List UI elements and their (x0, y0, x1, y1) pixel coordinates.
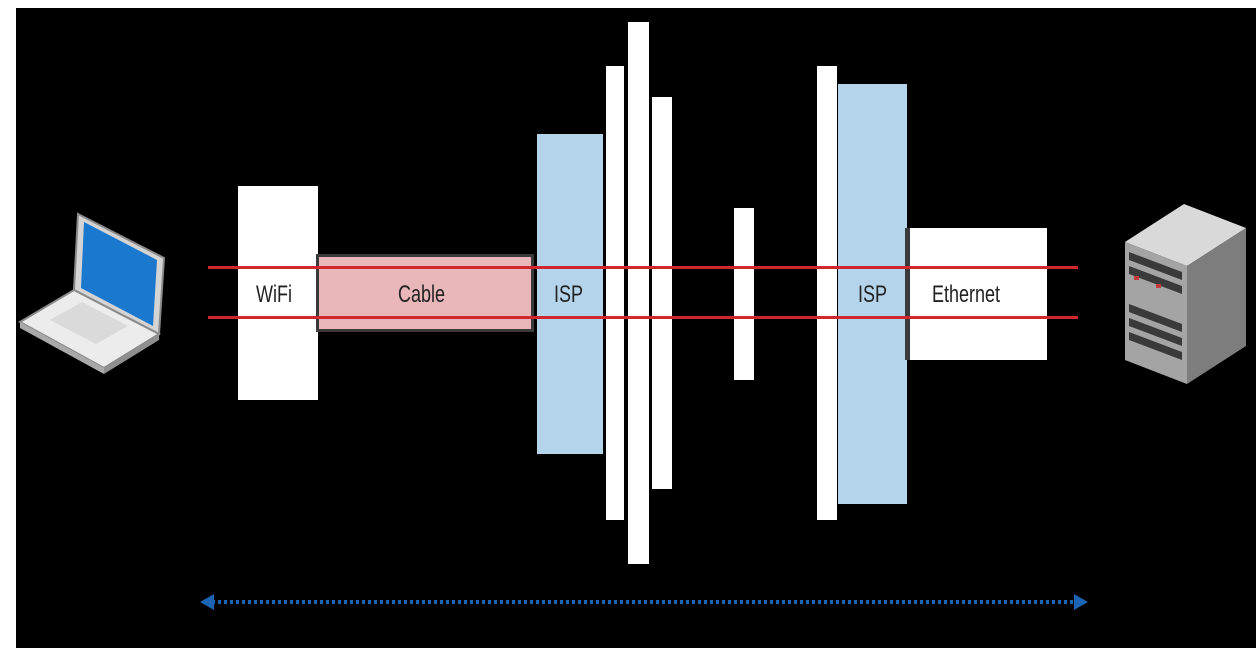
wifi-label: WiFi (256, 281, 292, 308)
network-bar-3 (652, 97, 672, 489)
network-bar-5 (817, 66, 837, 520)
connection-line-top (208, 266, 1078, 269)
isp-right-label: ISP (858, 281, 888, 308)
laptop-icon-shape (17, 212, 166, 374)
isp-right-box (838, 84, 907, 504)
network-bar-4 (734, 208, 754, 380)
isp-left-box (537, 134, 603, 454)
ethernet-box (905, 228, 1047, 360)
network-bar-1 (606, 66, 624, 520)
network-path-diagram: WiFi Cable ISP ISP Ethernet (16, 8, 1256, 648)
cable-label: Cable (398, 281, 446, 308)
isp-left-label: ISP (554, 281, 584, 308)
ethernet-label: Ethernet (932, 281, 1001, 308)
connection-line-bottom (208, 316, 1078, 319)
network-bar-2 (628, 22, 649, 564)
wifi-box (238, 186, 318, 400)
